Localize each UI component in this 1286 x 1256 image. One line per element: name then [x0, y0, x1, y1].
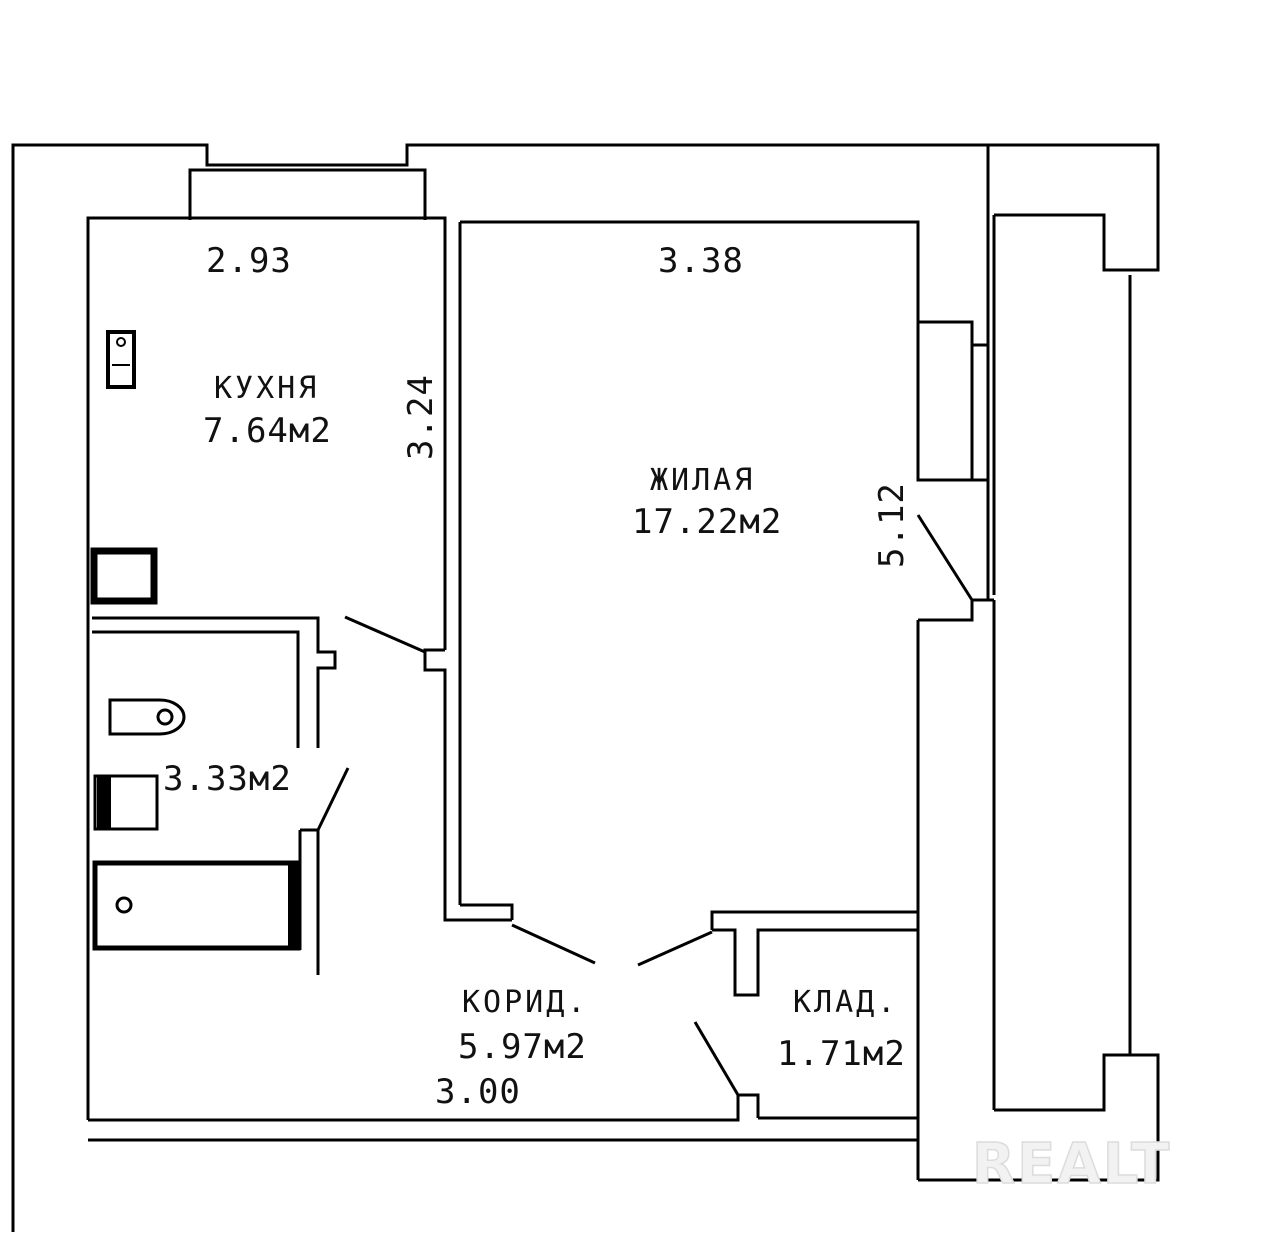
washing-machine-icon [93, 774, 159, 831]
storage-label: КЛАД. [793, 985, 898, 1020]
toilet-icon [108, 698, 186, 736]
bathroom-area: 3.33м2 [163, 759, 292, 799]
corridor-length-dim: 3.00 [435, 1072, 521, 1112]
room-labels: КУХНЯ 7.64м2 ЖИЛАЯ 17.22м2 3.33м2 КОРИД.… [163, 371, 906, 1074]
kitchen-area: 7.64м2 [203, 411, 332, 451]
corridor-area: 5.97м2 [458, 1027, 587, 1067]
interior-walls [86, 216, 994, 1180]
stove-icon [106, 330, 136, 389]
storage-door [693, 1021, 740, 1096]
bathroom-door [316, 767, 350, 831]
living-door-right-leaf [637, 930, 713, 967]
doors [316, 514, 974, 1096]
kitchen-width-dim: 2.93 [206, 241, 292, 281]
living-label: ЖИЛАЯ [650, 463, 755, 498]
living-door-right [916, 514, 974, 601]
exterior-walls [11, 143, 1160, 1232]
kitchen-depth-dim: 3.24 [401, 374, 441, 460]
living-width-dim: 3.38 [658, 241, 744, 281]
fixtures [90, 330, 301, 951]
ventilation-shaft-icon [90, 547, 158, 605]
living-depth-dim: 5.12 [872, 482, 912, 568]
bathtub-icon [92, 860, 301, 951]
corridor-label: КОРИД. [462, 985, 588, 1020]
storage-area: 1.71м2 [777, 1034, 906, 1074]
dimension-labels: 2.93 3.38 3.00 3.24 5.12 [206, 241, 912, 1112]
living-area: 17.22м2 [632, 502, 782, 542]
kitchen-label: КУХНЯ [214, 371, 319, 406]
living-door-left [511, 923, 596, 965]
realt-watermark: REALT [972, 1132, 1171, 1197]
kitchen-door [344, 615, 426, 654]
